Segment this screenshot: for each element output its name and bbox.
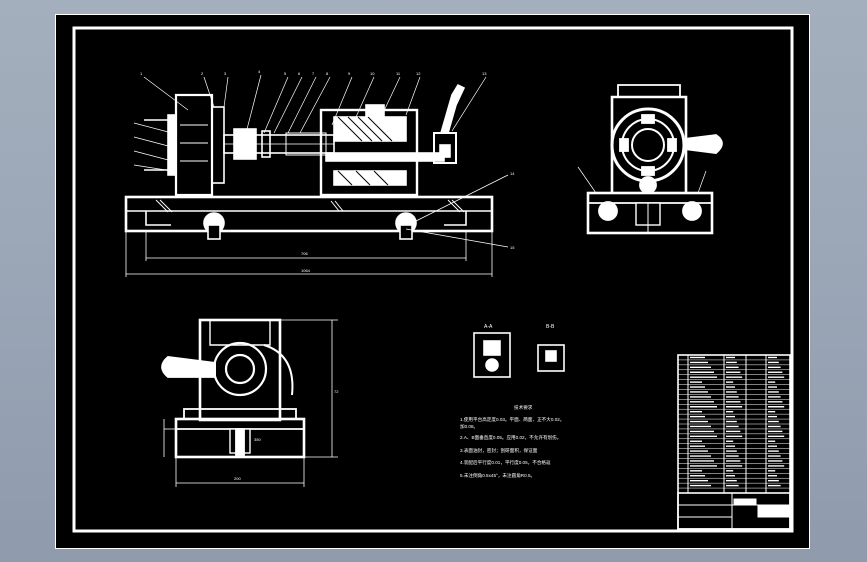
dim-front-total: 1064 (301, 268, 311, 273)
dim-top-height: 72 (334, 389, 339, 394)
svg-text:10: 10 (370, 71, 375, 76)
dim-top-base: 200 (234, 476, 241, 481)
svg-text:13: 13 (482, 71, 487, 76)
top-view: 72 200 350 (161, 318, 339, 487)
svg-text:3: 3 (224, 71, 227, 76)
svg-text:15: 15 (510, 245, 515, 250)
parts-list-rows (678, 356, 790, 489)
svg-text:14: 14 (510, 171, 515, 176)
svg-text:6: 6 (298, 71, 301, 76)
svg-text:8: 8 (326, 71, 329, 76)
section-a: A-A (473, 324, 511, 378)
notes-line-1: 1.使用平台高定度0.03。平面、两面、正不大0.02。 (460, 416, 564, 423)
section-a-label: A-A (484, 324, 493, 330)
section-b-label: B-B (546, 324, 555, 330)
side-view (577, 84, 723, 235)
notes-line-6: 5.未注倒角0.5x45°，未注圆角R0.5。 (460, 472, 535, 479)
notes-line-4: 3.表面油封，密封；刮研面积，保证面 (460, 447, 538, 454)
svg-text:11: 11 (396, 71, 401, 76)
svg-text:1: 1 (140, 71, 143, 76)
notes-line-5: 4.装配后平行度0.01，平行度0.05，不合格返 (460, 459, 551, 466)
svg-text:2: 2 (201, 71, 204, 76)
notes-line-3: 2.A、B面垂直度0.05。应用0.02，不允许有划伤。 (460, 434, 561, 441)
technical-notes: 技术要求 1.使用平台高定度0.03。平面、两面、正不大0.02。 加0.08。… (460, 404, 564, 479)
notes-title: 技术要求 (514, 404, 533, 411)
svg-text:9: 9 (348, 71, 351, 76)
dim-top-width: 350 (254, 437, 261, 442)
sheet-border (72, 26, 794, 533)
svg-text:5: 5 (284, 71, 287, 76)
svg-text:12: 12 (416, 71, 421, 76)
svg-text:7: 7 (312, 71, 315, 76)
notes-line-2: 加0.08。 (460, 423, 478, 430)
section-b: B-B (537, 324, 565, 372)
dim-front-inner: 706 (301, 251, 308, 256)
svg-text:4: 4 (258, 69, 261, 74)
parts-list (677, 354, 791, 530)
